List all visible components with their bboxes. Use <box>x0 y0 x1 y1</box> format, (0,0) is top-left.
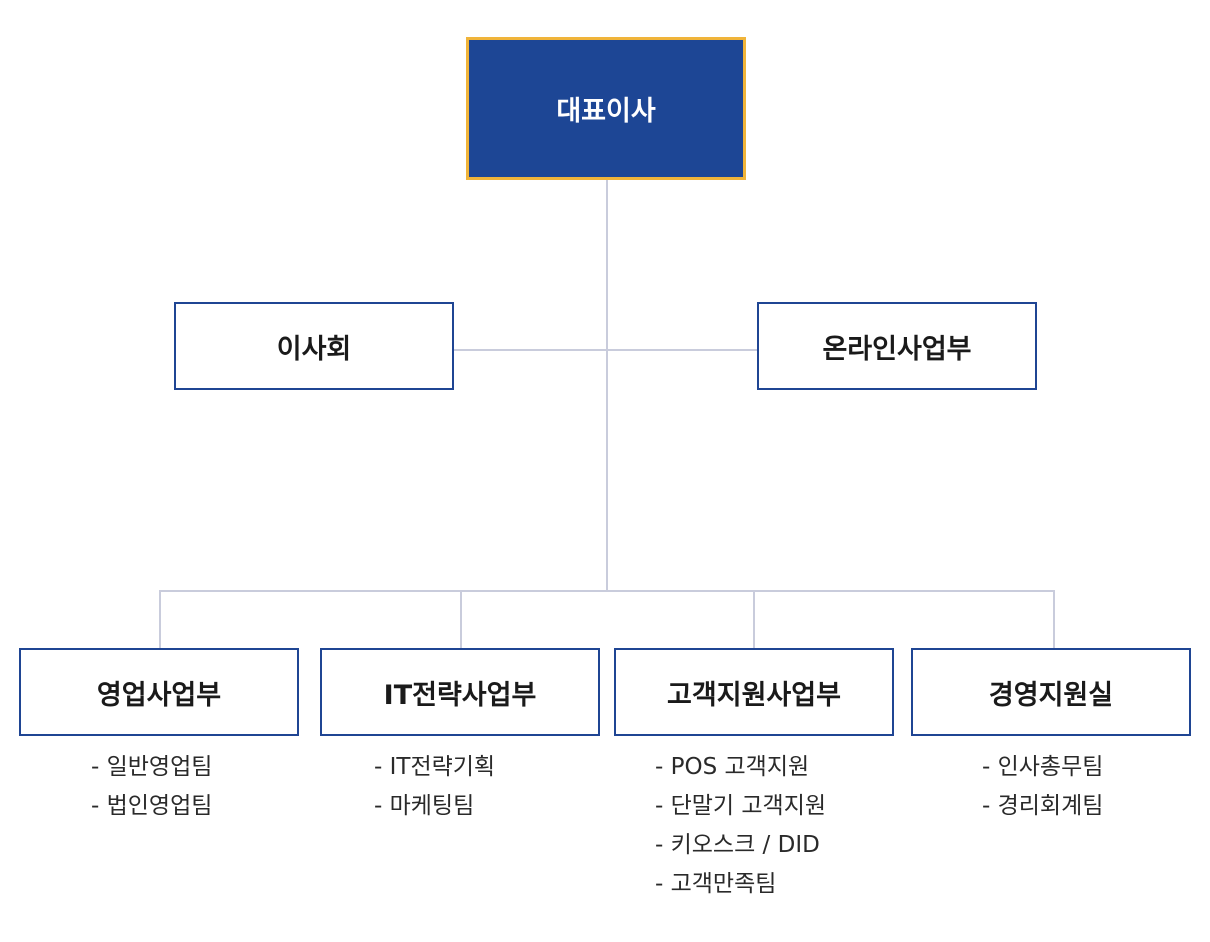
team-item: - POS 고객지원 <box>655 754 810 780</box>
department-node-1: IT전략사업부 <box>320 648 600 736</box>
team-item: - 경리회계팀 <box>982 793 1104 819</box>
department-node-0: 영업사업부 <box>19 648 299 736</box>
team-item: - 인사총무팀 <box>982 754 1104 780</box>
team-item: - IT전략기획 <box>374 754 496 780</box>
department-node-3: 경영지원실 <box>911 648 1191 736</box>
team-item: - 법인영업팀 <box>91 793 213 819</box>
board-node: 이사회 <box>174 302 454 390</box>
connector-drop-0 <box>159 590 161 648</box>
connector-drop-2 <box>753 590 755 648</box>
connector-drop-1 <box>460 590 462 648</box>
ceo-node: 대표이사 <box>466 37 746 180</box>
connector-side-branch <box>454 349 758 351</box>
team-list-3: - 인사총무팀 - 경리회계팀 <box>982 748 1103 826</box>
team-item: - 일반영업팀 <box>91 754 213 780</box>
team-item: - 마케팅팀 <box>374 793 475 819</box>
connector-bottom-bus <box>159 590 1055 592</box>
team-item: - 단말기 고객지원 <box>655 793 827 819</box>
department-node-2: 고객지원사업부 <box>614 648 894 736</box>
connector-trunk <box>606 180 608 591</box>
team-list-0: - 일반영업팀 - 법인영업팀 <box>91 748 212 826</box>
online-division-node: 온라인사업부 <box>757 302 1037 390</box>
team-list-1: - IT전략기획 - 마케팅팀 <box>374 748 495 826</box>
connector-drop-3 <box>1053 590 1055 648</box>
team-item: - 고객만족팀 <box>655 871 777 897</box>
team-list-2: - POS 고객지원 - 단말기 고객지원 - 키오스크 / DID - 고객만… <box>655 748 826 904</box>
team-item: - 키오스크 / DID <box>655 832 820 858</box>
